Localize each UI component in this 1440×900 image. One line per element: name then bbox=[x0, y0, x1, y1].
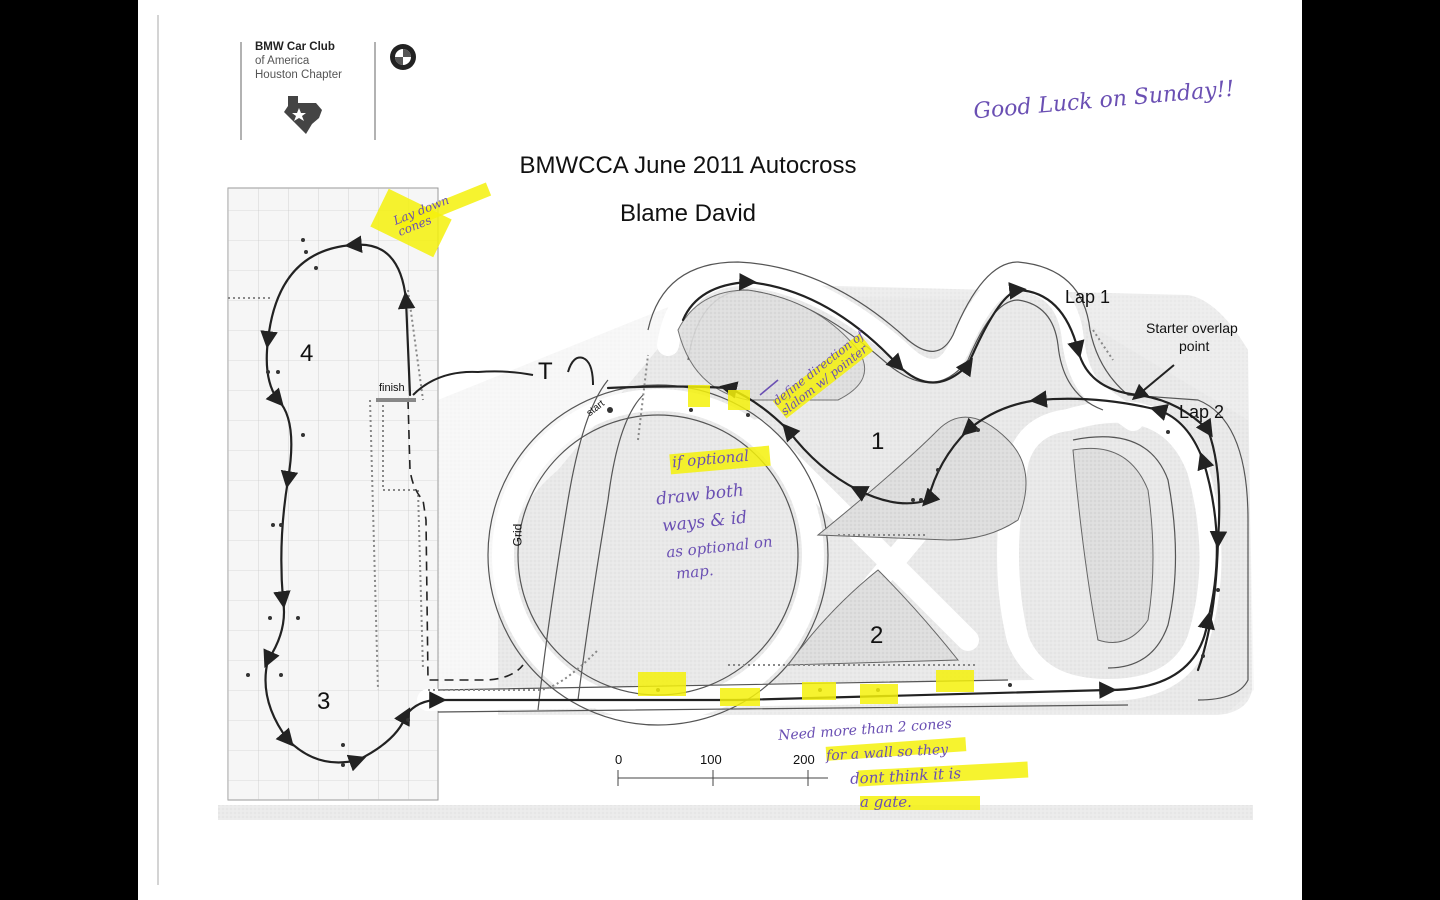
highlight-cone-4 bbox=[860, 684, 898, 704]
course-map-page: BMW Car Club of America Houston Chapter … bbox=[138, 0, 1302, 900]
grid-label: Grid bbox=[510, 523, 525, 547]
section-4-label: 4 bbox=[300, 340, 314, 367]
finish-label: finish bbox=[379, 382, 405, 394]
club-line-1: BMW Car Club bbox=[255, 41, 335, 53]
need-more-line-4: a gate. bbox=[860, 793, 912, 811]
highlight-define bbox=[728, 390, 750, 410]
scale-tick-100: 100 bbox=[700, 752, 722, 767]
highlight-cone-3 bbox=[802, 682, 836, 700]
scale-tick-0: 0 bbox=[615, 752, 623, 767]
highlight-cone-5 bbox=[936, 670, 974, 692]
lap-1-label: Lap 1 bbox=[1065, 287, 1111, 307]
bmw-roundel-icon bbox=[390, 44, 416, 70]
lap-2-label: Lap 2 bbox=[1179, 402, 1225, 422]
timing-label: T bbox=[538, 358, 553, 385]
starter-overlap-line-1: Starter overlap bbox=[1146, 320, 1238, 336]
page-subtitle: Blame David bbox=[619, 200, 757, 227]
texas-star-icon bbox=[284, 96, 322, 134]
section-1-label: 1 bbox=[871, 428, 885, 455]
club-line-2: of America bbox=[255, 55, 310, 67]
highlight-define-2 bbox=[688, 385, 710, 407]
highlight-need-more-3 bbox=[860, 796, 980, 810]
highlight-cone-2 bbox=[720, 688, 760, 706]
highlight-cone-1 bbox=[638, 672, 686, 696]
section-2-label: 2 bbox=[870, 622, 884, 649]
course-map bbox=[157, 15, 1254, 885]
starter-overlap-line-2: point bbox=[1179, 338, 1210, 354]
page-title: BMWCCA June 2011 Autocross bbox=[519, 152, 857, 179]
club-name: BMW Car Club of America Houston Chapter bbox=[255, 40, 342, 82]
scale-tick-200: 200 bbox=[793, 752, 815, 767]
section-3-label: 3 bbox=[317, 688, 331, 715]
club-line-3: Houston Chapter bbox=[255, 69, 342, 81]
scale-bar bbox=[617, 770, 828, 786]
